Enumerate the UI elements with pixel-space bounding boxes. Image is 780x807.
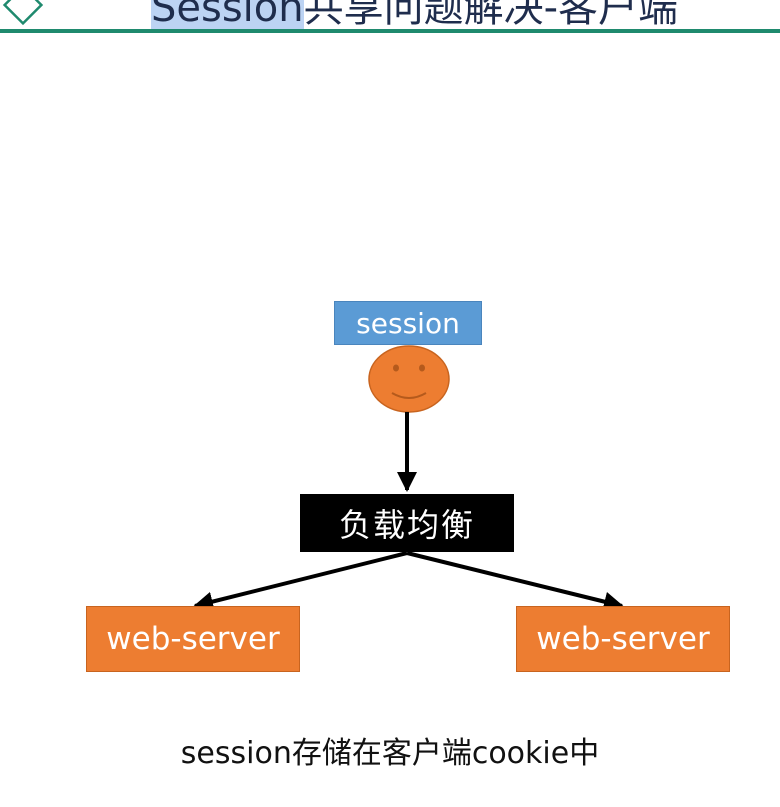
diagram-caption: session存储在客户端cookie中 xyxy=(180,736,600,771)
session-box: session xyxy=(334,301,482,345)
slide-header: Session共享问题解决-客户端 xyxy=(0,0,780,36)
load-balancer-box: 负载均衡 xyxy=(300,494,514,552)
web-server-left-box: web-server xyxy=(86,606,300,672)
arrow-balancer-to-left-server xyxy=(193,551,408,612)
header-rule xyxy=(0,29,780,33)
arrow-balancer-to-right-server xyxy=(406,551,624,612)
slide-title: Session共享问题解决-客户端 xyxy=(151,0,678,32)
diamond-logo-icon xyxy=(2,0,44,26)
slide-title-highlight: Session xyxy=(151,0,304,31)
user-face-icon xyxy=(368,345,450,413)
web-server-right-box: web-server xyxy=(516,606,730,672)
slide-title-rest: 共享问题解决-客户端 xyxy=(303,0,679,31)
